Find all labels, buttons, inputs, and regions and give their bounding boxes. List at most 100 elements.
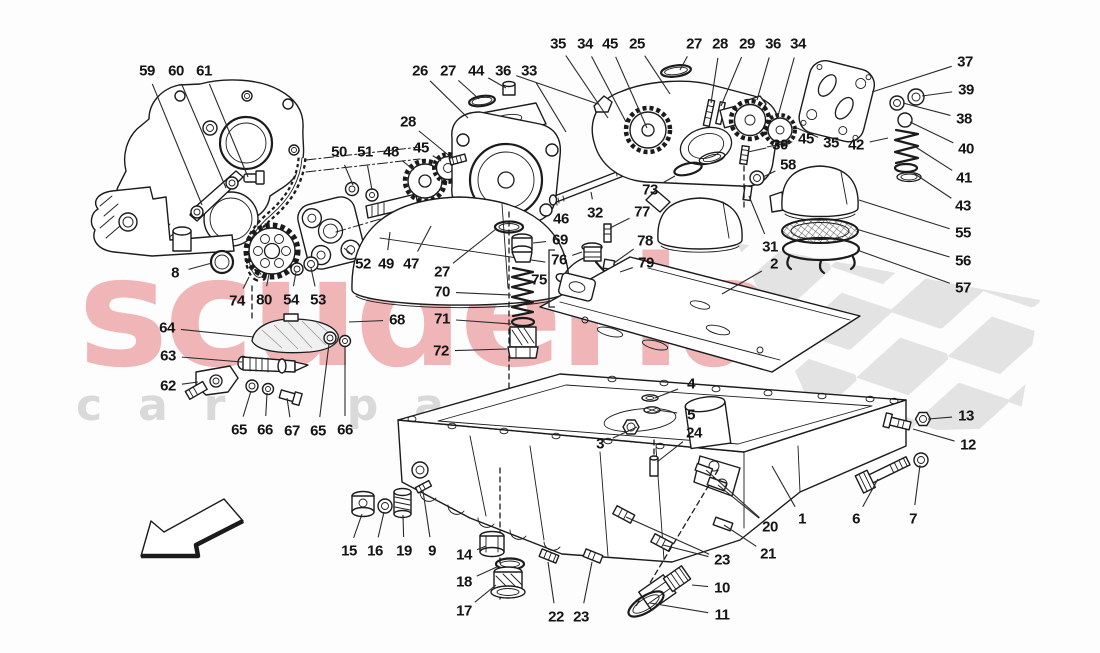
part-number-label: 36 xyxy=(765,35,781,53)
part-number-label: 45 xyxy=(602,35,618,53)
part-number-label: 30 xyxy=(772,136,788,154)
part-number-label: 5 xyxy=(687,406,695,424)
part-number-label: 62 xyxy=(160,377,176,395)
timing-pointer-bracket xyxy=(190,171,264,221)
part-number-label: 46 xyxy=(553,210,569,228)
part-number-label: 8 xyxy=(171,264,179,282)
oil-pump-body-front xyxy=(425,82,560,229)
part-number-label: 38 xyxy=(956,110,972,128)
part-number-label: 11 xyxy=(714,606,730,624)
part-number-label: 60 xyxy=(168,62,184,80)
relief-valve-stack xyxy=(495,212,538,478)
part-number-label: 15 xyxy=(341,542,357,560)
part-number-label: 7 xyxy=(909,510,917,528)
part-number-label: 42 xyxy=(848,136,864,154)
part-number-label: 4 xyxy=(687,375,695,393)
sprocket-nut xyxy=(211,251,233,273)
part-number-label: 55 xyxy=(955,224,971,242)
part-number-label: 61 xyxy=(196,62,212,80)
part-number-label: 23 xyxy=(573,608,589,626)
part-number-label: 24 xyxy=(686,424,702,442)
part-number-label: 10 xyxy=(714,579,730,597)
part-number-label: 47 xyxy=(403,255,419,273)
part-number-label: 35 xyxy=(550,35,566,53)
part-number-label: 34 xyxy=(790,35,806,53)
part-number-label: 29 xyxy=(739,35,755,53)
part-number-label: 74 xyxy=(229,292,245,310)
part-number-label: 14 xyxy=(456,546,472,564)
part-number-label: 54 xyxy=(283,291,299,309)
part-number-label: 72 xyxy=(433,342,449,360)
part-number-label: 71 xyxy=(434,310,450,328)
part-number-label: 33 xyxy=(521,62,537,80)
part-number-label: 35 xyxy=(823,134,839,152)
part-number-label: 58 xyxy=(780,156,796,174)
direction-arrow xyxy=(141,499,243,556)
part-number-label: 18 xyxy=(456,573,472,591)
strainer-clamp-ring xyxy=(783,238,859,273)
part-number-label: 77 xyxy=(634,203,650,221)
part-number-label: 26 xyxy=(412,62,428,80)
part-number-label: 59 xyxy=(139,62,155,80)
part-number-label: 64 xyxy=(159,319,175,337)
rear-pump-gears xyxy=(720,101,795,145)
part-number-label: 2 xyxy=(770,255,778,273)
drain-plugs-left xyxy=(352,481,431,518)
part-number-label: 50 xyxy=(331,143,347,161)
part-number-label: 52 xyxy=(355,255,371,273)
part-number-label: 23 xyxy=(714,551,730,569)
part-number-label: 65 xyxy=(231,421,247,439)
drain-plugs-center xyxy=(480,532,525,599)
cover-washer-and-nut xyxy=(291,257,318,275)
strainer-mesh xyxy=(782,219,858,243)
part-number-label: 21 xyxy=(760,545,776,563)
part-number-label: 69 xyxy=(552,231,568,249)
union-fitting xyxy=(625,563,693,621)
fasteners-4-5-3-24 xyxy=(623,395,660,476)
part-number-label: 12 xyxy=(960,436,976,454)
part-number-label: 40 xyxy=(958,140,974,158)
part-number-label: 28 xyxy=(712,35,728,53)
part-number-label: 68 xyxy=(389,311,405,329)
strainer-cover-right xyxy=(770,166,858,220)
part-number-label: 32 xyxy=(587,204,603,222)
part-number-label: 16 xyxy=(367,542,383,560)
part-number-label: 1 xyxy=(798,510,806,528)
part-number-label: 56 xyxy=(955,252,971,270)
part-number-label: 19 xyxy=(396,542,412,560)
pump-end-cover xyxy=(796,57,878,145)
part-number-label: 45 xyxy=(798,130,814,148)
part-number-label: 75 xyxy=(531,271,547,289)
part-number-label: 22 xyxy=(548,608,564,626)
part-number-label: 76 xyxy=(551,251,567,269)
part-number-label: 57 xyxy=(955,279,971,297)
strainer-cover-left xyxy=(646,190,742,252)
part-number-label: 9 xyxy=(428,542,436,560)
part-number-label: 49 xyxy=(378,255,394,273)
part-number-label: 31 xyxy=(762,238,778,256)
part-number-label: 41 xyxy=(956,169,972,187)
part-number-label: 45 xyxy=(413,139,429,157)
part-number-label: 20 xyxy=(762,518,778,536)
part-number-label: 28 xyxy=(400,113,416,131)
part-number-label: 78 xyxy=(637,232,653,250)
part-number-label: 66 xyxy=(257,421,273,439)
part-number-label: 65 xyxy=(310,422,326,440)
part-number-label: 73 xyxy=(642,181,658,199)
part-number-label: 17 xyxy=(456,602,472,620)
part-number-label: 13 xyxy=(958,407,974,425)
part-number-label: 25 xyxy=(629,35,645,53)
baffle-plate xyxy=(540,257,860,372)
part-number-label: 27 xyxy=(434,263,450,281)
part-number-label: 3 xyxy=(596,435,604,453)
part-number-label: 79 xyxy=(638,254,654,272)
crankcase-block xyxy=(91,187,234,256)
relief-valve-spring-right xyxy=(895,113,921,182)
part-number-label: 70 xyxy=(434,283,450,301)
